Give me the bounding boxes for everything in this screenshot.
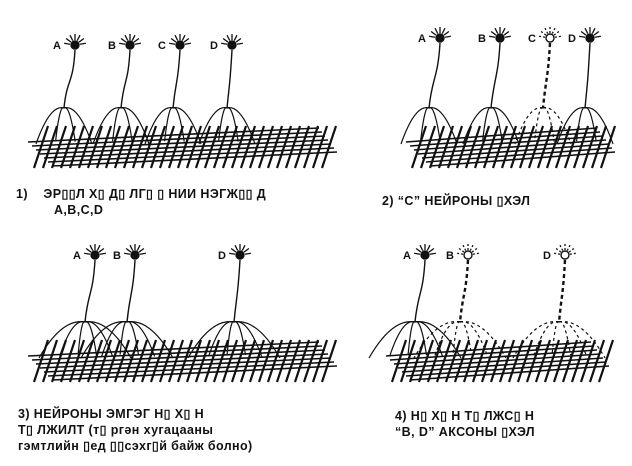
axon xyxy=(173,50,180,108)
axon xyxy=(543,43,550,108)
axon xyxy=(429,43,440,108)
panel-1-caption-number: 1) xyxy=(16,187,28,201)
neuron-label: A xyxy=(418,33,426,45)
neuron-label: D xyxy=(543,250,551,262)
panel-4-caption-line-1: 4) Н▯ Х▯ Н Т▯ ЛЖС▯ Н xyxy=(395,408,535,424)
panel-1-caption-line-2: A,B,C,D xyxy=(16,202,266,218)
axon xyxy=(415,260,425,322)
axon xyxy=(491,43,500,108)
muscle-fibers xyxy=(386,340,613,382)
muscle-fibers xyxy=(28,340,337,382)
panel-4-caption-line-2: “B, D” АКСОНЫ ▯ХЭЛ xyxy=(395,424,535,440)
panel-2-c-neuron-lost: A B C D xyxy=(401,27,615,168)
neuron-label: B xyxy=(478,33,486,45)
neuron-label: C xyxy=(158,40,166,52)
panel-4-caption: 4) Н▯ Х▯ Н Т▯ ЛЖС▯ Н “B, D” АКСОНЫ ▯ХЭЛ xyxy=(395,408,535,440)
panel-3-caption: 3) НЕЙРОНЫ ЭМГЭГ Н▯ Х▯ Н Т▯ ЛЖИЛТ (т▯ рг… xyxy=(18,406,253,454)
axon-terminal-branch xyxy=(234,322,262,357)
neuron-label: D xyxy=(218,250,226,262)
axon-terminal-branch xyxy=(491,108,502,142)
soma-icon xyxy=(579,27,601,42)
soma-icon xyxy=(414,244,436,259)
soma-icon xyxy=(119,34,141,49)
panel-4-b-d-axons-lost: ABD xyxy=(369,244,613,382)
axon xyxy=(559,260,565,322)
neuron-label: B xyxy=(446,250,454,262)
panel-1-caption-line-1: 1) ЭР▯▯Л Х▯ Д▯ ЛГ▯ ▯ НИИ НЭГЖ▯▯ Д xyxy=(16,186,266,202)
neuron-label: D xyxy=(568,33,576,45)
soma-icon xyxy=(169,34,191,49)
soma-icon xyxy=(124,244,146,259)
axon xyxy=(227,50,232,108)
neuron-label: B xyxy=(108,40,116,52)
panel-3-caption-line-2: Т▯ ЛЖИЛТ (т▯ ргəн хугацааны xyxy=(18,422,253,438)
axon xyxy=(460,260,468,322)
axon xyxy=(585,43,590,108)
axon xyxy=(64,50,75,108)
neuron-label: A xyxy=(73,250,81,262)
axon-terminal-branch xyxy=(585,108,613,144)
soma-icon xyxy=(229,244,251,259)
soma-icon xyxy=(489,27,511,42)
neuron-label: B xyxy=(113,250,121,262)
soma-icon xyxy=(64,34,86,49)
panel-1-caption: 1) ЭР▯▯Л Х▯ Д▯ ЛГ▯ ▯ НИИ НЭГЖ▯▯ Д A,B,C,… xyxy=(16,186,266,218)
axon-terminal-branch xyxy=(64,108,75,142)
motor-neuron-a: A xyxy=(401,27,457,144)
axon xyxy=(121,50,130,108)
neuron-label: A xyxy=(403,250,411,262)
axon xyxy=(234,260,240,322)
axon xyxy=(85,260,95,322)
panel-1-normal-units: A B C D xyxy=(28,34,337,168)
neuron-label: C xyxy=(528,33,536,45)
panel-2-caption: 2) “C” НЕЙРОНЫ ▯ХЭЛ xyxy=(382,193,530,209)
soma-icon xyxy=(457,244,479,259)
axon xyxy=(127,260,135,322)
soma-icon xyxy=(84,244,106,259)
muscle-fibers xyxy=(406,126,615,168)
neuron-label: A xyxy=(53,40,61,52)
soma-icon xyxy=(429,27,451,42)
panel-3-caption-line-3: гэмтлийн ▯ед ▯▯сэхг▯й байж болно) xyxy=(18,438,253,454)
panel-1-caption-text: ЭР▯▯Л Х▯ Д▯ ЛГ▯ ▯ НИИ НЭГЖ▯▯ Д xyxy=(43,187,266,201)
panel-3-caption-line-1: 3) НЕЙРОНЫ ЭМГЭГ Н▯ Х▯ Н xyxy=(18,406,253,422)
neuron-label: D xyxy=(210,40,218,52)
soma-icon xyxy=(554,244,576,259)
panel-2-caption-line-1: 2) “C” НЕЙРОНЫ ▯ХЭЛ xyxy=(382,193,530,209)
motor-neuron-d: D xyxy=(557,27,613,144)
soma-icon xyxy=(221,34,243,49)
soma-icon xyxy=(539,27,561,42)
